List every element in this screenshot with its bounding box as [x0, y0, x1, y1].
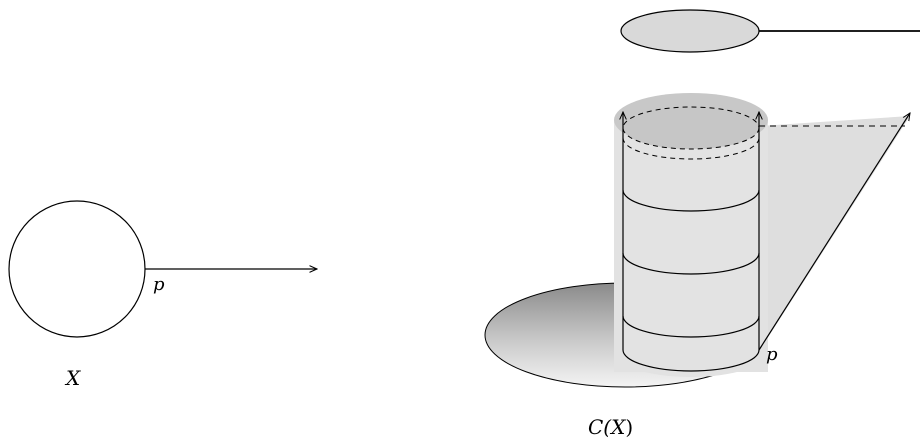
cylinder-band-top-dashed [622, 137, 760, 160]
space-label-cx: C(X) [588, 415, 633, 439]
projection-shade [760, 116, 910, 350]
space-label-x: X [64, 366, 81, 390]
cylinder-body [623, 128, 759, 350]
point-label-p-right: p [766, 344, 778, 365]
point-label-p-left: p [153, 274, 165, 295]
cylinder-top-face [622, 106, 760, 150]
top-floating-disc [620, 9, 760, 53]
left-figure: p X [8, 200, 317, 390]
right-figure: p C(X) [484, 9, 920, 439]
circle-x [8, 200, 146, 338]
projection-arrow [758, 113, 910, 351]
cylinder-band-1 [622, 189, 760, 212]
cylinder-band-2 [622, 252, 760, 275]
cylinder-band-3 [622, 315, 760, 338]
cylinder-bottom-arc [622, 349, 760, 372]
